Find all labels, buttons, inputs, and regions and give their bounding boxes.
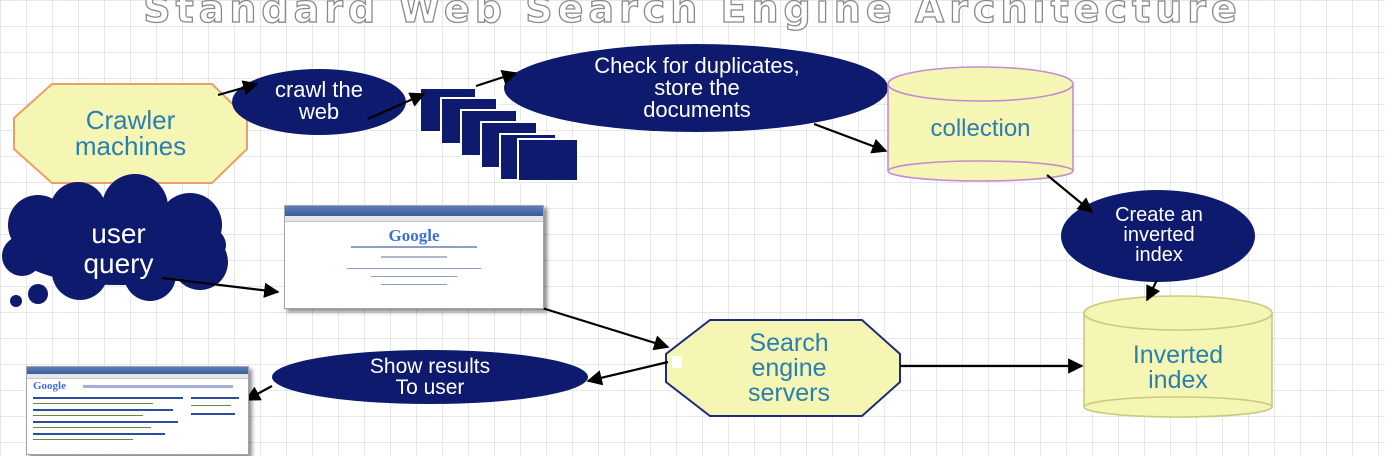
arrow-page-to-servers (541, 306, 670, 351)
result-line (33, 427, 151, 428)
window-toolbar (27, 374, 248, 379)
sidebar-line (191, 405, 231, 406)
search-servers-label: Search engine servers (748, 329, 830, 407)
collection-label: collection (930, 115, 1031, 142)
show-results-node (272, 350, 588, 404)
diagram-title: Standard Web Search Engine Architecture (143, 0, 1242, 32)
window-titlebar (285, 206, 543, 216)
arrow-collection-to-create (1046, 174, 1094, 213)
links-row (371, 276, 457, 277)
arrow-create-to-inverted (1146, 279, 1161, 302)
check-duplicates-node (504, 44, 888, 132)
results-page-screenshot: Google (26, 366, 249, 455)
google-logo-small: Google (33, 380, 66, 392)
arrow-crawler-to-crawl (217, 80, 259, 97)
arrow-servers-to-results (586, 360, 669, 386)
window-toolbar (285, 216, 543, 222)
result-line (33, 403, 153, 404)
sidebar-line (191, 397, 239, 399)
arrow-results-to-page (244, 385, 273, 401)
result-line (33, 415, 143, 416)
inverted-index-cylinder (1083, 295, 1273, 418)
links-row (381, 284, 447, 285)
window-titlebar (27, 367, 248, 374)
create-index-node (1061, 190, 1255, 282)
google-logo: Google (388, 226, 440, 245)
show-results-label: Show results To user (369, 355, 491, 399)
arrow-query-to-page (161, 276, 280, 298)
arrow-crawl-to-docs (367, 92, 426, 121)
crawl-label: crawl the web (274, 77, 364, 124)
crawl-web-node (232, 69, 406, 135)
server-marker (672, 356, 682, 368)
result-line (33, 421, 178, 423)
crawler-label: Crawler machines (74, 105, 187, 161)
result-line (33, 439, 133, 440)
document-stack-icon (419, 87, 579, 182)
inverted-index-label: Inverted index (1132, 341, 1224, 394)
search-page-screenshot: Google (284, 205, 544, 309)
check-label: Check for duplicates, store the document… (594, 53, 800, 122)
user-query-label: user query (83, 218, 154, 280)
result-line (33, 409, 173, 411)
arrow-docs-to-check (475, 69, 518, 88)
results-search-bar (83, 385, 233, 388)
crawler-machines-node (13, 83, 248, 184)
search-box (351, 246, 477, 248)
links-row (347, 268, 481, 269)
arrow-check-to-collection (813, 122, 888, 154)
result-line (33, 397, 183, 399)
create-index-label: Create an inverted index (1115, 204, 1203, 266)
sidebar-line (191, 413, 235, 415)
user-query-cloud (2, 174, 228, 307)
collection-cylinder (887, 66, 1074, 182)
result-line (33, 433, 165, 435)
search-buttons (381, 256, 447, 258)
